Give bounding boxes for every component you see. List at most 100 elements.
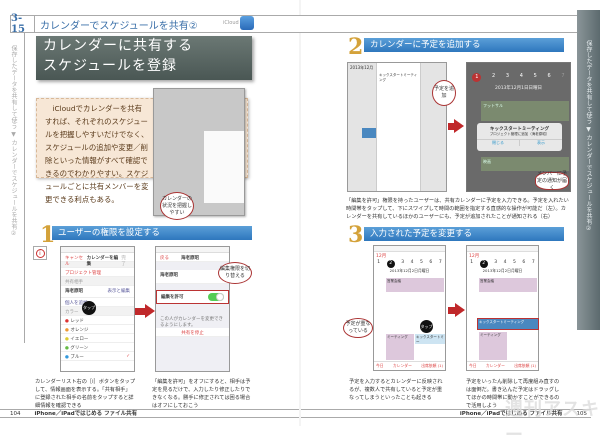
right-side-tab-text: 保存したデータを共有して使う ▼ カレンダーでスケジュールを共有② [585,40,592,232]
stop-sharing-button[interactable]: 共有を停止 [156,328,229,337]
step-1-number: 1 [40,222,56,248]
allow-edit-label: 編集を許可 [161,295,184,300]
step-3-caption-a: 予定を入力するとカレンダーに反映されるが、複数人で共有していると予定が重なってし… [349,379,443,401]
tab-bar: 今日 カレンダー 出席依頼 (1) [374,361,445,370]
step-2-caption: 「編集を許可」権限を持ったユーザーは、共有カレンダーに予定を入力できる。予定を入… [346,198,569,220]
watermark: 週刊アスキー [505,399,600,446]
step-1-caption-a: カレンダーリスト右の［i］ボタンをタップして、情報画面を表示する。「共有相手」に… [35,379,136,409]
step-3-title: 入力された予定を変更する [364,227,564,241]
alert-title: キックスタートミーティング [489,127,550,132]
color-green[interactable]: ● グリーン [61,343,134,352]
footer-title-right: iPhone／iPadではじめる ファイル共有 [459,411,563,417]
allow-edit-row[interactable]: 編集を許可 [156,290,229,304]
tab-today[interactable]: 今日 [469,363,477,368]
event-movie: 映画 [481,157,569,171]
user-name: 海老原昭 [160,273,178,278]
arrow-right-icon [454,119,464,133]
arrow-1-body [135,308,145,315]
right-side-tab [577,10,600,330]
title-line-1: カレンダーに共有する [43,38,193,54]
nav-title: 海老原昭 [181,256,199,261]
notification-alert: キックスタートミーティング プロジェクト管理に追加（海老原昭） 閉じる 表示 [477,123,562,151]
date-label: 2013年12月2日月曜日 [482,268,523,273]
event-sales-meeting: 営業会議 [479,278,537,292]
alert-body: プロジェクト管理に追加（海老原昭） [489,132,550,136]
cancel-button[interactable]: キャンセル [65,256,83,267]
step-2-number: 2 [348,34,364,60]
color-section-label: カラー [61,307,134,316]
step-2-bubble-left: 予定を追加 [432,80,456,106]
event-kickstart[interactable]: キックスタートミー [415,334,445,344]
checkmark-icon: ✓ [126,354,130,359]
event-meeting: ミーティング [479,332,507,360]
intro-bubble: カレンダーの状況を把握しやすい [160,192,194,220]
icloud-icon [240,16,254,30]
arrow-3-body [448,307,455,314]
edit-note: この人がカレンダーを変更できるようにします。 [160,317,223,328]
step-3-number: 3 [348,222,364,248]
event-sales-meeting: 営業会議 [386,278,444,292]
step-2-title: カレンダーに予定を追加する [364,38,564,52]
arrow-right-icon [455,303,465,317]
left-side-tab: 保存したデータを共有して使う ▼ カレンダーでスケジュールを共有② [10,45,17,237]
new-event-title: キックスタートミーティング [379,73,418,82]
footer-left: 104 iPhone／iPadではじめる ファイル共有 [0,409,299,418]
tab-calendar[interactable]: カレンダー [392,363,412,368]
done-button[interactable]: 完了 [121,256,126,267]
footer-right: iPhone／iPadではじめる ファイル共有 105 [301,409,591,418]
event-detail-card [204,131,244,203]
nav-title: カレンダーを編集 [86,256,119,267]
shared-user[interactable]: 海老原昭 [65,289,83,294]
page-number-left: 104 [10,411,21,417]
step-1-bubble: 編集権限を切り替える [218,262,252,284]
alert-show-button[interactable]: 表示 [537,140,545,145]
step-1-screen-a: キャンセル カレンダーを編集 完了 プロジェクト管理 共有相手 海老原昭 表示と… [60,246,135,372]
back-month[interactable]: 12月 [469,254,480,259]
footer-title-left: iPhone／iPadではじめる ファイル共有 [34,411,138,417]
left-margin-rule [24,33,25,343]
alert-close-button[interactable]: 閉じる [477,140,520,146]
new-event-sheet: キックスタートミーティング [376,63,421,191]
tap-marker: タップ [420,320,433,333]
tab-bar: 今日 カレンダー 出席依頼 (1) [467,361,538,370]
ipad-month: 2013年12月 [350,65,374,70]
step-1-screen-b: 戻る 海老原昭 海老原昭 編集を許可 この人がカレンダーを変更できるようにします… [155,246,230,372]
step-2-bubble-right: メンバーに予定の通知が届く [535,170,569,191]
back-button[interactable]: 戻る [160,256,169,261]
event-meeting: ミーティング [386,334,414,360]
intro-text: iCloudでカレンダーを共有すれば、それぞれのスケジュールを把握しやすいだけで… [45,104,149,204]
tab-inbox[interactable]: 出席依頼 (1) [514,363,536,368]
step-2-ipad: 2013年12月 キックスタートミーティング [347,62,447,192]
color-red[interactable]: ● レッド [61,316,134,325]
date-label: 2013年12月2日月曜日 [389,268,430,273]
add-person-link[interactable]: 個人を追加... [61,298,134,307]
step-3-bubble: 予定が重なっている [343,318,373,338]
step-3-caption-b: 予定をいったん削除して再度組み直すのは面倒だ。書き込んだ予定はドラッグしてほかの… [466,379,560,409]
tap-marker: タップ [82,301,96,315]
selected-time-block [362,128,376,138]
shared-status: 表示と編集 [107,289,131,294]
event-kickstart-moved[interactable]: キックスタートミーティング [477,318,539,330]
info-button-icon: i [33,246,47,260]
allow-edit-toggle[interactable] [208,293,224,301]
color-blue[interactable]: ● ブルー ✓ [61,352,134,361]
tab-inbox[interactable]: 出席依頼 (1) [421,363,443,368]
color-orange[interactable]: ● オレンジ [61,325,134,334]
tab-calendar[interactable]: カレンダー [485,363,505,368]
page-spine [299,0,301,426]
section-title: カレンダーでスケジュールを共有② [40,21,198,32]
back-month[interactable]: 12月 [376,254,387,259]
title-line-2: スケジュールを登録 [43,58,178,74]
shared-section-label: 共有相手 [61,277,134,286]
color-yellow[interactable]: ● イエロー [61,334,134,343]
date-label: 2013年12月1日日曜日 [494,86,543,91]
calendar-name[interactable]: プロジェクト管理 [61,268,134,277]
tab-today[interactable]: 今日 [376,363,384,368]
arrow-2-body [448,123,454,130]
chalkboard-title: カレンダーに共有する スケジュールを登録 [36,36,252,80]
arrow-right-icon [145,304,155,318]
